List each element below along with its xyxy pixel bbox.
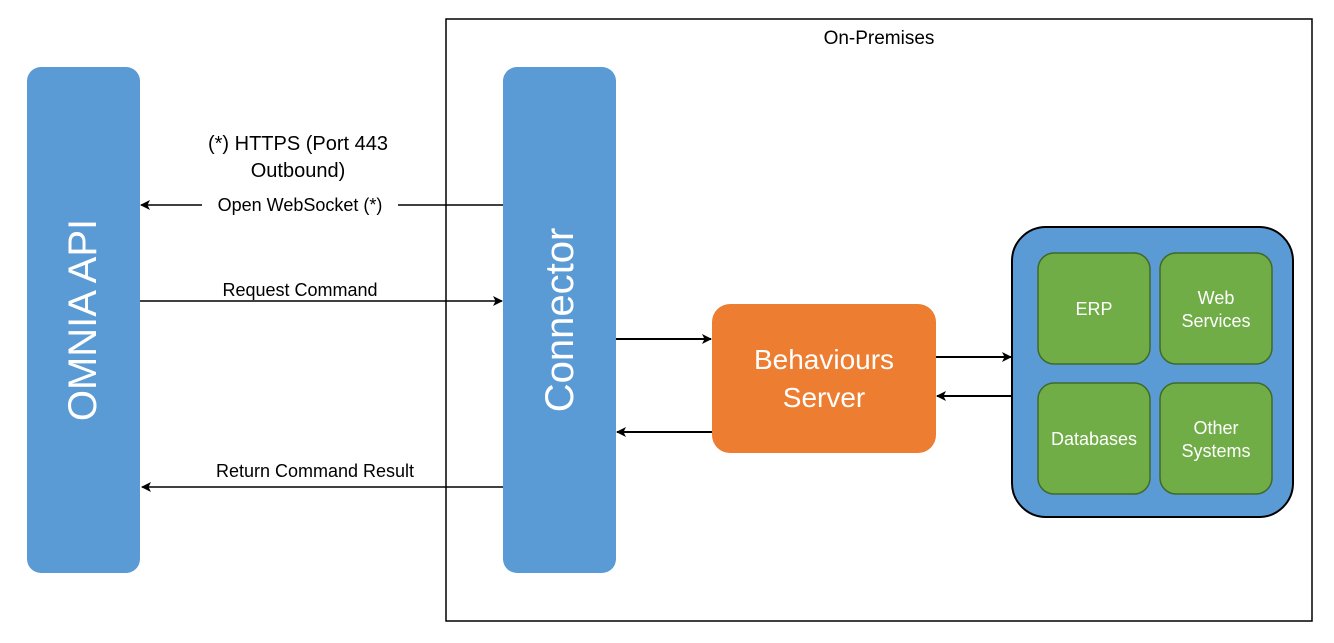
other-systems-box xyxy=(1159,382,1273,495)
on-premises-label: On-Premises xyxy=(824,28,935,49)
connector-label: Connector xyxy=(538,228,582,413)
open-websocket-label: Open WebSocket (*) xyxy=(218,195,383,215)
web-services-label-line1: Web xyxy=(1198,288,1235,308)
web-services-label-line2: Services xyxy=(1181,311,1250,331)
https-note-line2: Outbound) xyxy=(251,160,346,182)
return-command-result-label: Return Command Result xyxy=(216,461,414,481)
request-command-label: Request Command xyxy=(222,280,377,300)
connector-box xyxy=(503,67,616,573)
databases-label: Databases xyxy=(1051,429,1137,449)
behaviours-server-box xyxy=(712,304,936,453)
databases-box xyxy=(1037,382,1151,495)
on-premises-boundary xyxy=(445,18,1313,622)
behaviours-server-label-line2: Server xyxy=(783,382,865,413)
other-systems-label-line1: Other xyxy=(1193,418,1238,438)
erp-box xyxy=(1037,252,1151,365)
erp-label: ERP xyxy=(1075,299,1112,319)
behaviours-server-label-line1: Behaviours xyxy=(754,344,894,375)
omnia-api-label: OMNIA API xyxy=(61,219,105,421)
other-systems-label-line2: Systems xyxy=(1181,441,1250,461)
https-note-line1: (*) HTTPS (Port 443 xyxy=(208,133,388,155)
web-services-box xyxy=(1159,252,1273,365)
omnia-api-box xyxy=(27,67,140,573)
